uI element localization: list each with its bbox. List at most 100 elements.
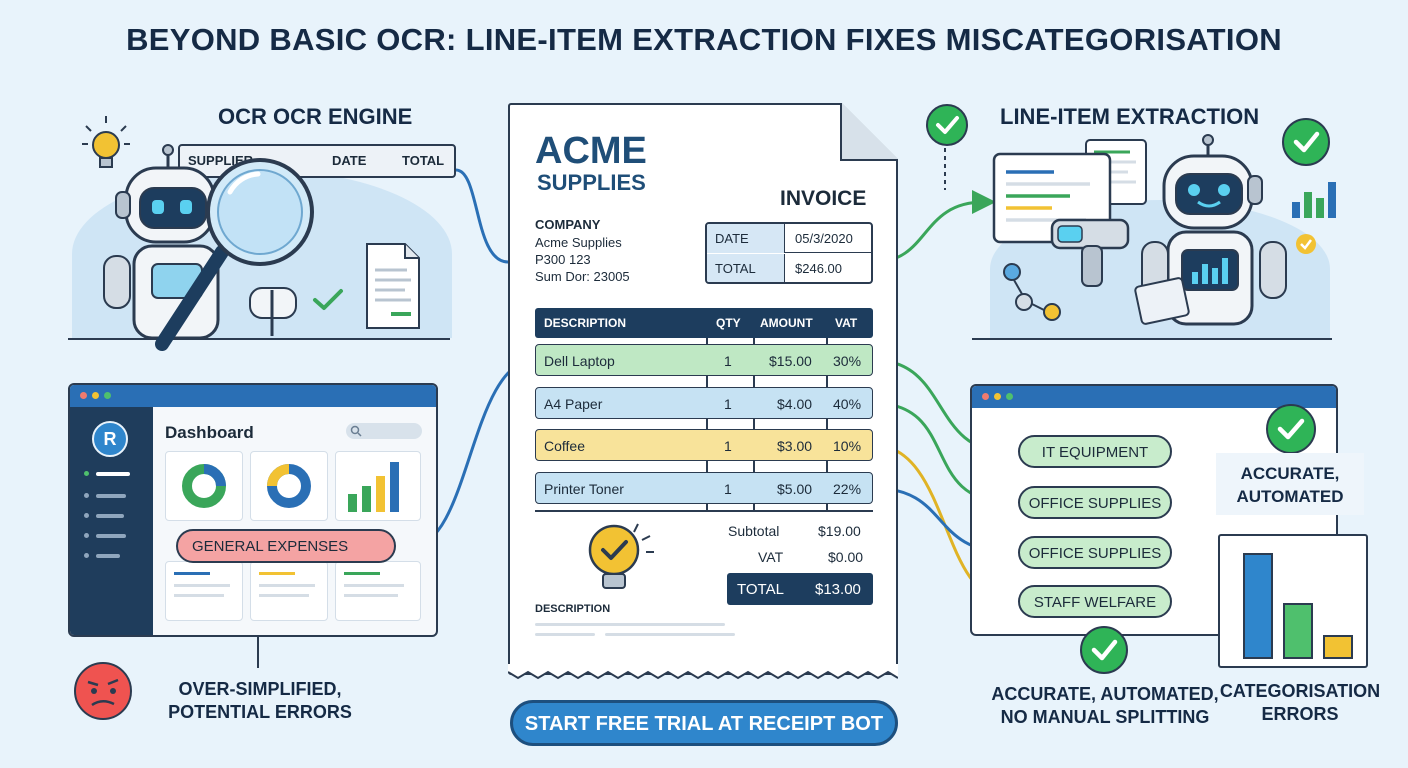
- item-vat: 22%: [833, 481, 862, 497]
- placeholder-line: [535, 623, 725, 626]
- item-vat: 30%: [833, 353, 862, 369]
- item-vat: 10%: [833, 438, 862, 454]
- sidebar-dot: [84, 553, 89, 558]
- confused-face-icon: [74, 662, 132, 720]
- checkmark-icon: [1293, 131, 1320, 153]
- invoice-label: INVOICE: [780, 187, 867, 210]
- categorisation-titlebar: [972, 386, 1336, 408]
- search-icon: [350, 425, 362, 437]
- category-office-supplies: OFFICE SUPPLIES: [1018, 486, 1172, 519]
- result-line1: ACCURATE,: [1240, 464, 1340, 483]
- item-description: Dell Laptop: [544, 353, 615, 369]
- item-amount: $5.00: [777, 481, 813, 497]
- right-ground-line: [972, 338, 1332, 340]
- dashboard-window: R Dashboard: [68, 383, 438, 637]
- item-amount: $3.00: [777, 438, 813, 454]
- company-name: Acme Supplies: [535, 235, 622, 250]
- extraction-robot-illustration: [992, 134, 1287, 326]
- donut-chart-icon: [182, 464, 226, 508]
- subtotal-value: $19.00: [818, 523, 861, 539]
- general-expenses-tag: GENERAL EXPENSES: [176, 529, 396, 563]
- bar-card: [335, 451, 421, 521]
- window-min-dot: [994, 393, 1001, 400]
- sidebar-dot: [84, 493, 89, 498]
- sidebar-item-active[interactable]: [96, 472, 130, 476]
- ocr-caption-line2: POTENTIAL ERRORS: [168, 702, 352, 722]
- checkmark-icon: [1091, 639, 1118, 661]
- receipt-zigzag-edge: [508, 664, 898, 680]
- bar-chart-icon: [348, 462, 399, 512]
- start-free-trial-button[interactable]: START FREE TRIAL AT RECEIPT BOT: [510, 700, 898, 746]
- result-line2: AUTOMATED: [1236, 487, 1344, 506]
- idea-check-icon: [588, 523, 654, 589]
- item-qty: 1: [724, 396, 732, 412]
- brand-subname: SUPPLIES: [537, 170, 646, 195]
- col-amount: AMOUNT: [760, 316, 813, 330]
- ocr-field-total: TOTAL: [402, 153, 445, 168]
- subtotal-label: Subtotal: [728, 523, 780, 539]
- summary-card-1: [165, 561, 243, 621]
- extraction-caption-line1: ACCURATE, AUTOMATED,: [991, 684, 1219, 704]
- meta-total-value: $246.00: [795, 261, 842, 276]
- company-po: P300 123: [535, 252, 591, 267]
- item-qty: 1: [724, 438, 732, 454]
- sidebar-item[interactable]: [96, 494, 126, 498]
- line-item-row: Dell Laptop 1 $15.00 30%: [535, 344, 873, 376]
- line-item-row: Printer Toner 1 $5.00 22%: [535, 472, 873, 504]
- donut-chart-icon: [267, 464, 311, 508]
- dashboard-sidebar: R: [70, 407, 153, 635]
- sidebar-item[interactable]: [96, 554, 120, 558]
- meta-date-value: 05/3/2020: [795, 231, 853, 246]
- brand-name: ACME: [535, 130, 647, 172]
- item-description: Printer Toner: [544, 481, 624, 497]
- item-amount: $15.00: [769, 353, 812, 369]
- sidebar-dot: [84, 533, 89, 538]
- column-divider: [826, 338, 828, 510]
- line-item-row: A4 Paper 1 $4.00 40%: [535, 387, 873, 419]
- lightbulb-icon: [82, 116, 130, 168]
- window-max-dot: [1006, 393, 1013, 400]
- summary-card-2: [250, 561, 328, 621]
- ocr-robot-illustration: [103, 144, 314, 351]
- donut-card-2: [250, 451, 328, 521]
- items-table-header: DESCRIPTION QTY AMOUNT VAT: [535, 308, 873, 338]
- item-description: A4 Paper: [544, 396, 603, 412]
- column-divider: [753, 338, 755, 510]
- line-item-heading: LINE-ITEM EXTRACTION: [1000, 104, 1260, 129]
- item-qty: 1: [724, 353, 732, 369]
- dashboard-title: Dashboard: [165, 423, 254, 442]
- category-office-supplies: OFFICE SUPPLIES: [1018, 536, 1172, 569]
- sidebar-item[interactable]: [96, 534, 126, 538]
- extraction-caption-line2: NO MANUAL SPLITTING: [1000, 707, 1210, 727]
- window-max-dot: [104, 392, 111, 399]
- page-title: BEYOND BASIC OCR: LINE-ITEM EXTRACTION F…: [126, 22, 1282, 57]
- placeholder-line: [605, 633, 735, 636]
- check-circle-icon: [926, 104, 968, 146]
- company-heading: COMPANY: [535, 217, 601, 232]
- window-close-dot: [982, 393, 989, 400]
- receipt-doc-icon: [366, 243, 420, 329]
- item-vat: 40%: [833, 396, 862, 412]
- window-close-dot: [80, 392, 87, 399]
- column-divider: [706, 338, 708, 510]
- grand-total-value: $13.00: [815, 581, 861, 598]
- checkmark-icon: [1277, 418, 1305, 440]
- meta-row-total: TOTAL $246.00: [707, 254, 871, 282]
- grand-total-label: TOTAL: [737, 581, 784, 598]
- ocr-field-date: DATE: [332, 153, 367, 168]
- donut-card-1: [165, 451, 243, 521]
- meta-date-label: DATE: [707, 224, 785, 253]
- small-check-badge-icon: [1296, 234, 1316, 254]
- receipt-footer-label: DESCRIPTION: [535, 603, 611, 615]
- sidebar-item[interactable]: [96, 514, 124, 518]
- table-bottom-rule: [535, 510, 873, 512]
- dashboard-search-input[interactable]: [346, 423, 422, 439]
- sidebar-dot-active: [84, 471, 89, 476]
- category-staff-welfare: STAFF WELFARE: [1018, 585, 1172, 618]
- grand-total-bar: TOTAL $13.00: [727, 573, 873, 605]
- errors-caption-line1: CATEGORISATION: [1219, 681, 1381, 701]
- item-qty: 1: [724, 481, 732, 497]
- left-ground-line: [68, 338, 450, 340]
- item-description: Coffee: [544, 438, 585, 454]
- window-min-dot: [92, 392, 99, 399]
